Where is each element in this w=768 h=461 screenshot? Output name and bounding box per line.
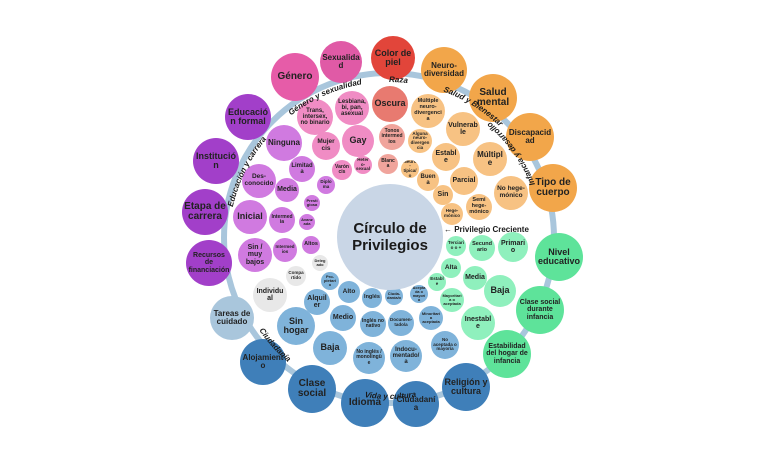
outer-bubble-salud-mental: Salud mental xyxy=(469,74,517,122)
outer-bubble-tareas-cuidado: Tareas de cuidado xyxy=(210,296,254,340)
inner-bubble-36: Terciario o + xyxy=(446,236,466,256)
outer-bubble-ciudadania: Ciudadanía xyxy=(393,381,439,427)
inner-bubble-51: Medio xyxy=(330,305,356,331)
svg-text:Infancia y desarrollo: Infancia y desarrollo xyxy=(485,120,537,187)
inner-bubble-7: Tonos intermedios xyxy=(379,124,405,150)
inner-bubble-27: Avanzada xyxy=(299,214,315,230)
inner-bubble-18: Media xyxy=(275,178,299,202)
outer-bubble-neurodiversidad: Neuro-diversidad xyxy=(421,47,467,93)
inner-bubble-2: Oscura xyxy=(372,86,408,122)
svg-text:Ciudadanía: Ciudadanía xyxy=(257,326,293,364)
svg-text:Educación y carrera: Educación y carrera xyxy=(226,134,268,207)
inner-bubble-46: Alto xyxy=(338,281,360,303)
privilege-arrow-label: ← Privilegio Creciente xyxy=(444,225,529,234)
inner-bubble-38: Media xyxy=(463,266,487,290)
label-salud: Salud y Bienestar xyxy=(442,85,505,129)
label-educacion: Educación y carrera xyxy=(226,134,268,207)
inner-bubble-1: Lesbiana, bi, pan, asexual xyxy=(335,91,369,125)
outer-bubble-religion-cultura: Religión y cultura xyxy=(442,363,490,411)
inner-bubble-44: Individual xyxy=(253,278,287,312)
label-raza: Raza xyxy=(389,75,409,85)
outer-bubble-genero: Género xyxy=(271,53,319,101)
inner-bubble-52: Inglés no nativo xyxy=(360,311,386,337)
inner-bubble-54: Minoritaria aceptada xyxy=(419,306,443,330)
inner-bubble-23: Sin xyxy=(433,185,453,205)
inner-bubble-16: Estable xyxy=(432,143,460,171)
inner-bubble-26: Intermedia xyxy=(269,207,295,233)
inner-bubble-8: Alguna neuro-divergencia xyxy=(408,129,432,153)
inner-bubble-53: Documen-tado/a xyxy=(388,310,414,336)
svg-text:Salud y Bienestar: Salud y Bienestar xyxy=(442,85,505,129)
inner-bubble-58: Indocu-mentado/a xyxy=(390,340,422,372)
inner-bubble-0: Trans, intersex, no binario xyxy=(297,99,333,135)
inner-bubble-10: Des-conocido xyxy=(242,164,276,198)
center-circle: Círculo de Privilegios xyxy=(337,184,443,290)
inner-bubble-59: No aceptada o mayoría xyxy=(431,331,459,359)
outer-bubble-color-piel: Color de piel xyxy=(371,36,415,80)
svg-text:Género y sexualidad: Género y sexualidad xyxy=(287,77,364,117)
inner-bubble-30: Sin / muy bajos xyxy=(238,238,272,272)
outer-bubble-discapacidad: Discapacidad xyxy=(506,113,554,161)
outer-bubble-alojamiento: Alojamiento xyxy=(240,339,286,385)
inner-bubble-31: Intermedios xyxy=(273,238,297,262)
inner-bubble-45: Pro-pietario xyxy=(321,272,339,290)
inner-bubble-37: Alta xyxy=(441,258,461,278)
inner-bubble-6: Gay xyxy=(342,125,374,157)
inner-bubble-19: Diploma xyxy=(317,176,335,194)
outer-bubble-idioma: Idioma xyxy=(341,379,389,427)
inner-bubble-41: Mayoritaria o aceptada xyxy=(440,288,464,312)
outer-bubble-nivel-educativo: Nivel educativo xyxy=(535,233,583,281)
inner-bubble-5: Mujer cis xyxy=(312,132,340,160)
inner-bubble-56: Baja xyxy=(313,331,347,365)
inner-bubble-25: Inicial xyxy=(233,200,267,234)
inner-bubble-32: Altos xyxy=(302,236,320,254)
outer-bubble-clase-social-infancia: Clase social durante infancia xyxy=(516,286,564,334)
inner-bubble-11: Limitada xyxy=(289,156,315,182)
inner-bubble-43: Compartido xyxy=(286,266,306,286)
inner-bubble-35: Primario xyxy=(498,232,528,262)
svg-text:Raza: Raza xyxy=(389,75,409,85)
outer-bubble-sexualidad: Sexualidad xyxy=(320,41,362,83)
label-infancia: Infancia y desarrollo xyxy=(485,120,537,187)
label-ciudadania: Ciudadanía xyxy=(257,326,293,364)
inner-bubble-42: Inestable xyxy=(461,306,495,340)
inner-bubble-12: Varón cis xyxy=(332,160,352,180)
outer-bubble-tipo-cuerpo: Tipo de cuerpo xyxy=(529,164,577,212)
inner-bubble-14: Blanca xyxy=(378,154,398,174)
inner-bubble-55: Sin hogar xyxy=(277,307,315,345)
outer-bubble-estabilidad-hogar: Estabilidad del hogar de infancia xyxy=(483,330,531,378)
inner-bubble-29: Semi hege-mónico xyxy=(466,194,492,220)
outer-bubble-educacion-formal: Educación formal xyxy=(225,94,271,140)
inner-bubble-24: No hege-mónico xyxy=(494,176,528,210)
label-genero: Género y sexualidad xyxy=(287,77,364,117)
outer-bubble-etapa-carrera: Etapa de carrera xyxy=(182,189,228,235)
inner-bubble-17: Múltiple xyxy=(473,142,507,176)
inner-bubble-13: Hetero-sexual xyxy=(354,156,372,174)
inner-bubble-9: Vulnerable xyxy=(446,112,480,146)
outer-bubble-institucion: Institución xyxy=(193,138,239,184)
inner-bubble-48: Inglés xyxy=(362,288,382,308)
inner-bubble-39: Baja xyxy=(484,275,516,307)
inner-bubble-34: Secundario xyxy=(469,235,495,261)
inner-bubble-40: Estable xyxy=(428,273,446,291)
center-title: Círculo de Privilegios xyxy=(352,219,428,254)
svg-text:Vida y cultura: Vida y cultura xyxy=(364,390,417,401)
inner-bubble-20: Buena xyxy=(417,169,439,191)
outer-bubble-clase-social: Clase social xyxy=(288,365,336,413)
inner-bubble-15: Neuro-típica/o xyxy=(401,160,419,178)
inner-bubble-22: Prestigiosa xyxy=(304,195,320,211)
inner-bubble-28: Hege-mónico xyxy=(441,203,463,225)
label-vida: Vida y cultura xyxy=(364,390,417,401)
inner-bubble-33: Delegado xyxy=(312,255,328,271)
inner-bubble-57: No inglés / monolingüe xyxy=(353,342,385,374)
inner-bubble-49: Ciuda-danía/o xyxy=(385,287,403,305)
inner-bubble-21: Parcial xyxy=(450,167,478,195)
inner-bubble-3: Múltiple neuro-divergencia xyxy=(411,94,445,128)
outer-bubble-recursos-financiacion: Recursos de financiación xyxy=(186,240,232,286)
inner-bubble-50: Aceptada o mayoría xyxy=(410,285,428,303)
inner-bubble-4: Ninguna xyxy=(266,125,302,161)
